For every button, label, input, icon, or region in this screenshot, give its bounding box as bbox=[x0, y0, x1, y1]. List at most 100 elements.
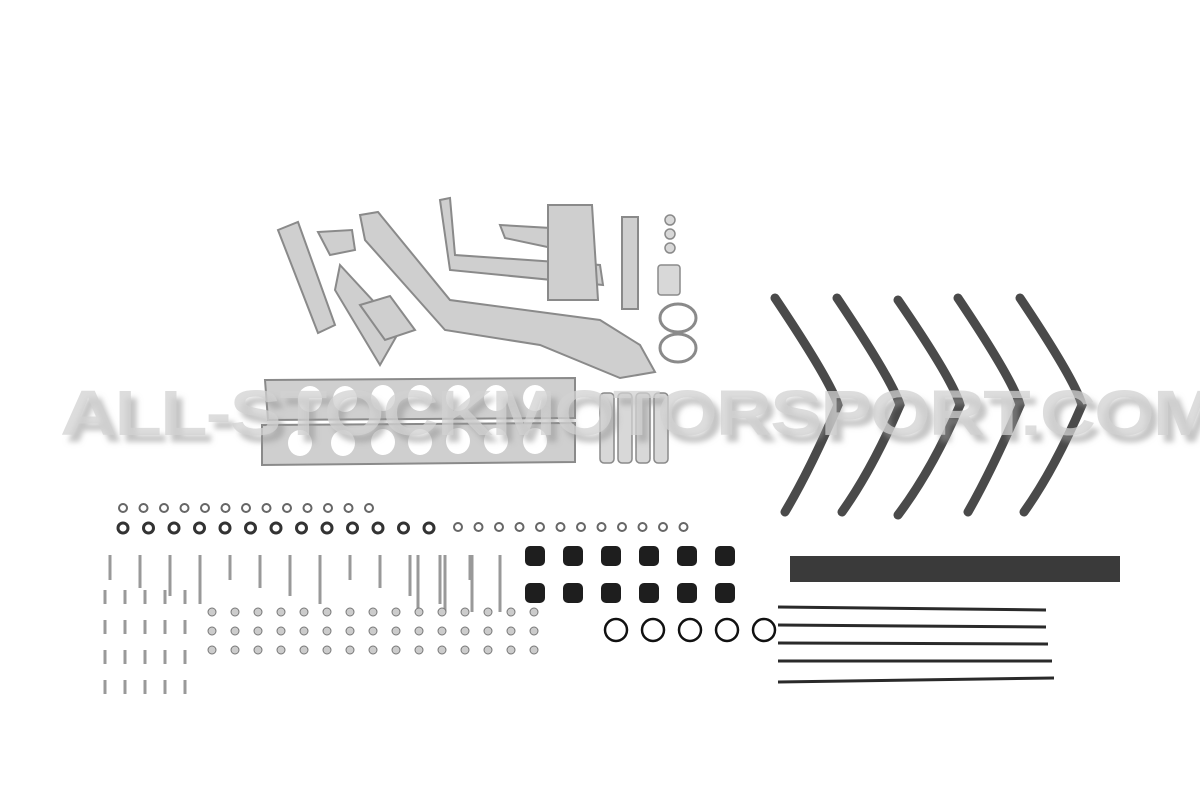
nut bbox=[322, 645, 332, 655]
washer-small bbox=[323, 503, 333, 513]
rubber-mount bbox=[563, 546, 583, 566]
nut bbox=[299, 607, 309, 617]
washer-small bbox=[453, 522, 463, 532]
o-ring bbox=[677, 617, 703, 643]
nut bbox=[253, 626, 263, 636]
washer-small bbox=[658, 522, 668, 532]
washer-small bbox=[220, 503, 231, 513]
o-ring bbox=[751, 617, 777, 643]
nut bbox=[437, 607, 447, 617]
fasteners-and-washers bbox=[103, 503, 777, 694]
washer-small bbox=[637, 522, 648, 532]
washer-small bbox=[302, 503, 313, 513]
nut bbox=[253, 645, 263, 655]
nut bbox=[368, 626, 378, 636]
nut bbox=[345, 626, 355, 636]
washer bbox=[244, 521, 257, 535]
rubber-mount bbox=[639, 546, 659, 566]
cable-ties bbox=[777, 605, 1055, 684]
washer-small bbox=[514, 522, 525, 532]
nut bbox=[253, 607, 263, 617]
washer bbox=[320, 521, 334, 535]
nut bbox=[230, 607, 240, 617]
nut bbox=[460, 607, 470, 617]
washer-small bbox=[473, 522, 484, 532]
nut bbox=[391, 607, 401, 617]
spacers-and-clamps bbox=[599, 214, 698, 464]
rubber-mount bbox=[677, 583, 697, 603]
nut bbox=[345, 645, 355, 655]
rubber-mount bbox=[715, 583, 735, 603]
washer bbox=[422, 521, 436, 535]
nut bbox=[276, 645, 286, 655]
nut bbox=[299, 626, 309, 636]
washer-small bbox=[159, 503, 169, 513]
rubber-mount bbox=[601, 583, 621, 603]
washer bbox=[371, 521, 385, 535]
nut bbox=[460, 645, 470, 655]
nut bbox=[207, 607, 217, 617]
washer-small bbox=[118, 503, 128, 513]
washer-small bbox=[494, 522, 504, 532]
washer-small bbox=[200, 503, 210, 513]
nut bbox=[529, 645, 539, 655]
washer bbox=[346, 521, 359, 535]
nut bbox=[322, 607, 332, 617]
o-ring bbox=[603, 617, 629, 643]
rubber-mount bbox=[563, 583, 583, 603]
washer-small bbox=[596, 522, 607, 532]
washer bbox=[142, 521, 155, 535]
nut bbox=[529, 607, 539, 617]
washer-small bbox=[617, 522, 627, 532]
washer bbox=[167, 521, 181, 535]
nut bbox=[276, 626, 286, 636]
bracket-holes bbox=[288, 385, 547, 456]
nut bbox=[276, 607, 286, 617]
nut bbox=[483, 607, 493, 617]
nut bbox=[368, 645, 378, 655]
washer-small bbox=[241, 503, 251, 513]
washer-small bbox=[138, 503, 149, 513]
washer bbox=[269, 521, 283, 535]
nut bbox=[391, 645, 401, 655]
nut bbox=[414, 607, 424, 617]
nut bbox=[506, 626, 516, 636]
rubber-mount bbox=[601, 546, 621, 566]
washer bbox=[116, 521, 130, 535]
nut bbox=[437, 645, 447, 655]
washer-small bbox=[282, 503, 292, 513]
washer-small bbox=[535, 522, 545, 532]
washer-small bbox=[678, 522, 689, 532]
nut bbox=[207, 645, 217, 655]
nut bbox=[506, 645, 516, 655]
o-ring bbox=[640, 617, 666, 643]
rubber-mount bbox=[677, 546, 697, 566]
rubber-mount bbox=[525, 546, 545, 566]
nut bbox=[230, 626, 240, 636]
o-ring bbox=[714, 617, 740, 643]
foam-strip-straight bbox=[790, 556, 1120, 582]
nut bbox=[483, 626, 493, 636]
nut bbox=[483, 645, 493, 655]
nut bbox=[207, 626, 217, 636]
nut bbox=[299, 645, 309, 655]
washer bbox=[193, 521, 206, 535]
washer-small bbox=[576, 522, 586, 532]
nut bbox=[391, 626, 401, 636]
nut bbox=[414, 645, 424, 655]
nut bbox=[437, 626, 447, 636]
nut bbox=[230, 645, 240, 655]
washer-small bbox=[179, 503, 190, 513]
rubber-mount bbox=[639, 583, 659, 603]
nut bbox=[460, 626, 470, 636]
nut bbox=[322, 626, 332, 636]
nut bbox=[529, 626, 539, 636]
rubber-mount bbox=[525, 583, 545, 603]
washer-small bbox=[555, 522, 566, 532]
watermark: ALL-STOCKMOTORSPORT.COM bbox=[60, 377, 1200, 450]
rubber-mount bbox=[715, 546, 735, 566]
foam-strips-curved bbox=[770, 293, 1087, 520]
nut bbox=[368, 607, 378, 617]
